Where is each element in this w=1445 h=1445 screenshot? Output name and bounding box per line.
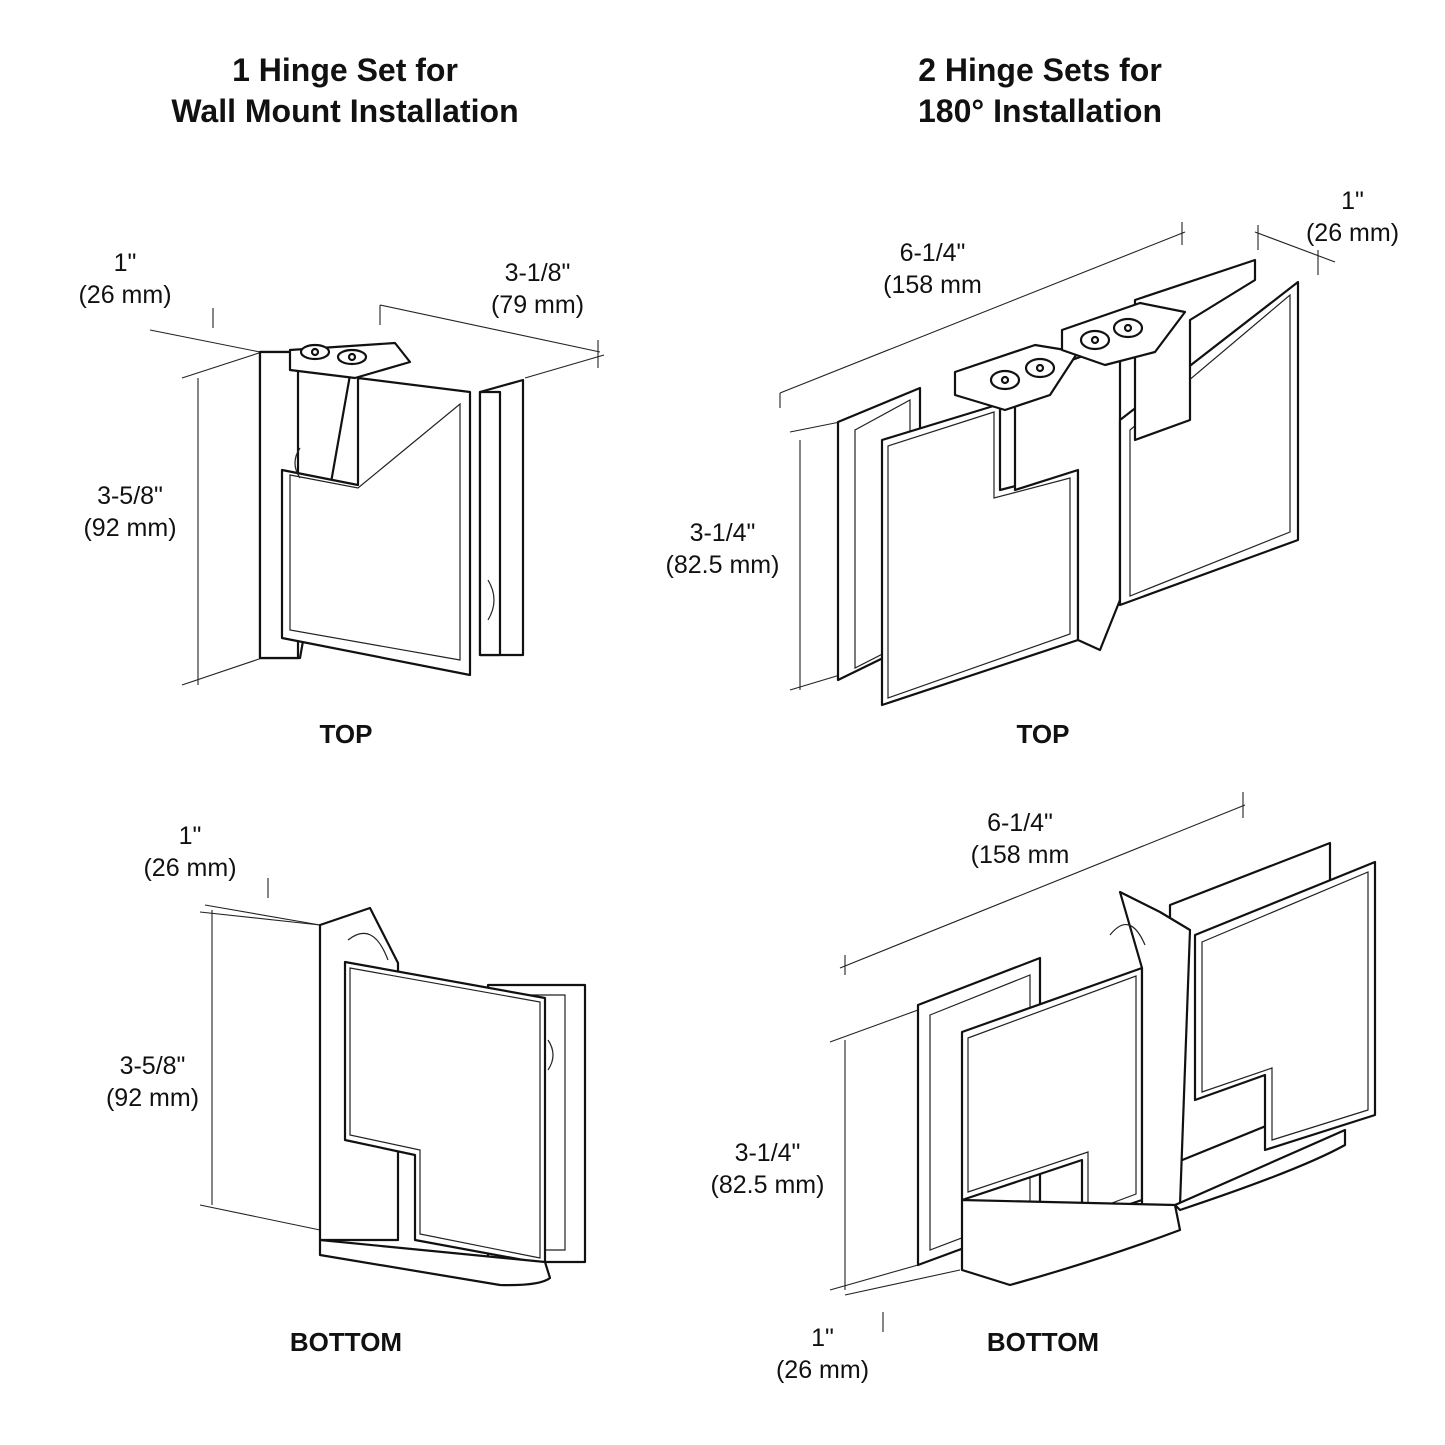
right-title: 2 Hinge Sets for 180° Installation bbox=[790, 50, 1290, 132]
wall-mount-bottom-drawing bbox=[199, 878, 587, 1287]
d180-top-width-inch: 6-1/4" bbox=[899, 239, 966, 267]
d180-top-drawing bbox=[779, 222, 1336, 707]
wall-top-view-label: TOP bbox=[319, 719, 373, 749]
wall-bottom-view-label: BOTTOM bbox=[289, 1327, 403, 1357]
left-title: 1 Hinge Set for Wall Mount Installation bbox=[90, 50, 600, 132]
d180-top-depth-mm: (26 mm) bbox=[1305, 219, 1400, 247]
d180-bottom-view-label: BOTTOM bbox=[986, 1327, 1100, 1357]
d180-bottom-width-dimension: 6-1/4" (158 mm bbox=[945, 807, 1095, 871]
left-title-line2: Wall Mount Installation bbox=[171, 93, 519, 129]
left-title-line1: 1 Hinge Set for bbox=[232, 52, 458, 88]
wall-bottom-height-mm: (92 mm) bbox=[105, 1084, 200, 1112]
d180-top-width-mm: (158 mm bbox=[883, 271, 982, 299]
d180-top-depth-inch: 1" bbox=[1341, 187, 1364, 215]
wall-bottom-depth-mm: (26 mm) bbox=[143, 854, 237, 882]
d180-bottom-dimension-lines bbox=[829, 792, 1246, 1332]
d180-top-height-mm: (82.5 mm) bbox=[665, 551, 780, 579]
wall-bottom-depth-inch: 1" bbox=[178, 822, 202, 850]
d180-bottom-depth-inch: 1" bbox=[811, 1324, 834, 1352]
wall-top-depth-inch: 1" bbox=[113, 249, 137, 277]
d180-bottom-width-inch: 6-1/4" bbox=[987, 809, 1053, 837]
wall-mount-top-drawing bbox=[149, 304, 605, 686]
d180-bottom-height-dimension: 3-1/4" (82.5 mm) bbox=[690, 1137, 845, 1201]
d180-bottom-height-mm: (82.5 mm) bbox=[710, 1171, 825, 1199]
wall-top-depth-dimension: 1" (26 mm) bbox=[55, 247, 195, 311]
wall-bottom-height-inch: 3-5/8" bbox=[119, 1052, 186, 1080]
d180-top-height-inch: 3-1/4" bbox=[689, 519, 756, 547]
wall-bottom-height-dimension: 3-5/8" (92 mm) bbox=[80, 1050, 225, 1114]
d180-top-width-dimension: 6-1/4" (158 mm bbox=[860, 237, 1005, 301]
d180-top-view-label: TOP bbox=[1016, 719, 1070, 749]
wall-top-dimension-lines bbox=[149, 304, 605, 686]
right-title-line1: 2 Hinge Sets for bbox=[918, 52, 1162, 88]
d180-top-height-dimension: 3-1/4" (82.5 mm) bbox=[645, 517, 800, 581]
wall-top-depth-mm: (26 mm) bbox=[78, 281, 172, 309]
wall-top-width-inch: 3-1/8" bbox=[504, 259, 571, 287]
wall-top-height-mm: (92 mm) bbox=[83, 514, 177, 542]
wall-bottom-depth-dimension: 1" (26 mm) bbox=[120, 820, 260, 884]
d180-bottom-width-mm: (158 mm bbox=[970, 841, 1070, 869]
d180-top-dimension-lines bbox=[779, 222, 1336, 691]
d180-top-depth-dimension: 1" (26 mm) bbox=[1285, 185, 1420, 249]
d180-bottom-depth-dimension: 1" (26 mm) bbox=[755, 1322, 890, 1386]
d180-bottom-drawing bbox=[829, 792, 1377, 1332]
wall-top-height-dimension: 3-5/8" (92 mm) bbox=[60, 480, 200, 544]
d180-bottom-depth-mm: (26 mm) bbox=[775, 1356, 870, 1384]
wall-bottom-dimension-lines bbox=[199, 878, 321, 1231]
wall-top-height-inch: 3-5/8" bbox=[97, 482, 163, 510]
d180-bottom-height-inch: 3-1/4" bbox=[734, 1139, 801, 1167]
right-title-line2: 180° Installation bbox=[918, 93, 1162, 129]
wall-top-width-dimension: 3-1/8" (79 mm) bbox=[470, 257, 605, 321]
wall-top-width-mm: (79 mm) bbox=[490, 291, 585, 319]
